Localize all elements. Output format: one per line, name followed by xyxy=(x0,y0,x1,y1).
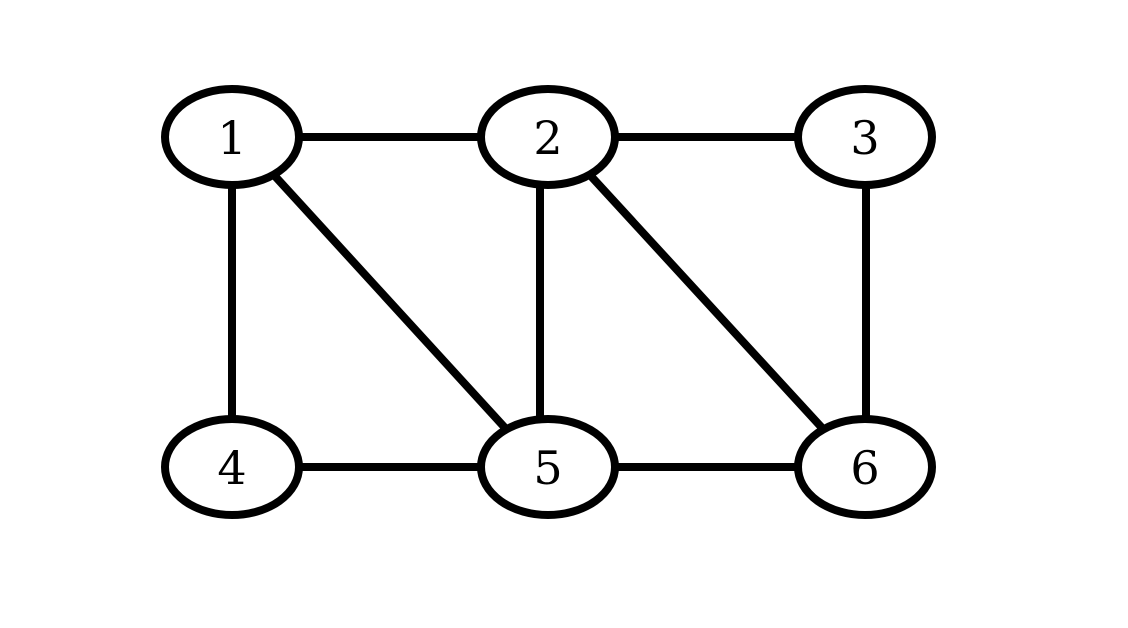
edge-2-6[interactable] xyxy=(586,171,827,433)
node-label: 1 xyxy=(217,111,246,165)
node-label: 4 xyxy=(217,441,246,495)
graph-node-2[interactable]: 2 xyxy=(477,85,619,189)
node-ellipse[interactable] xyxy=(794,415,936,519)
node-ellipse[interactable] xyxy=(477,415,619,519)
graph-node-3[interactable]: 3 xyxy=(794,85,936,189)
node-ellipse[interactable] xyxy=(477,85,619,189)
node-ellipse[interactable] xyxy=(794,85,936,189)
node-label: 2 xyxy=(533,111,562,165)
node-label: 5 xyxy=(533,441,562,495)
node-label: 6 xyxy=(850,441,879,495)
graph-node-6[interactable]: 6 xyxy=(794,415,936,519)
graph-node-1[interactable]: 1 xyxy=(161,85,303,189)
node-layer: 1 2 3 4 5 6 xyxy=(161,85,936,519)
edge-1-5[interactable] xyxy=(270,171,510,433)
graph-node-5[interactable]: 5 xyxy=(477,415,619,519)
edge-layer xyxy=(228,133,870,471)
graph-node-4[interactable]: 4 xyxy=(161,415,303,519)
node-ellipse[interactable] xyxy=(161,85,303,189)
node-label: 3 xyxy=(850,111,879,165)
node-ellipse[interactable] xyxy=(161,415,303,519)
